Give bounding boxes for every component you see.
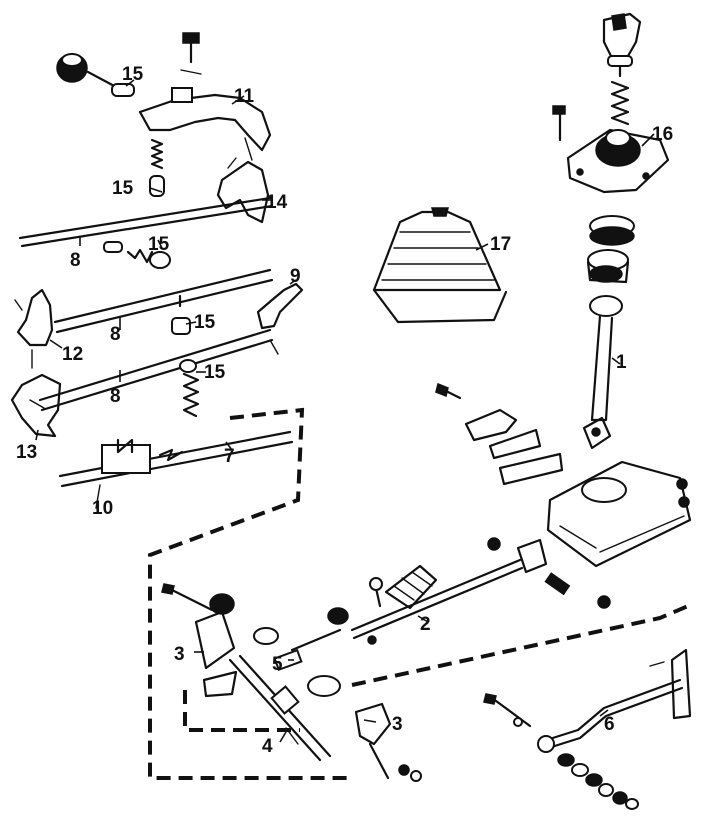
- callout-11: 11: [234, 86, 255, 107]
- callout-9: 9: [290, 266, 301, 287]
- top-bolt: [180, 32, 202, 75]
- clamp-small-left: [202, 670, 238, 698]
- rubber-boot-17: [372, 207, 508, 324]
- callout-2: 2: [420, 614, 431, 635]
- shift-fork-13: [10, 373, 62, 438]
- callout-15-rail: 15: [148, 234, 170, 255]
- washer-stack: [557, 753, 639, 810]
- selector-shaft-10: [95, 438, 151, 509]
- shift-housing: [546, 460, 692, 568]
- callout-1: 1: [616, 352, 627, 373]
- callout-16: 16: [652, 124, 673, 145]
- interlock-pins: [103, 241, 171, 269]
- coupling-5: [273, 607, 349, 697]
- callout-4: 4: [262, 736, 273, 757]
- callout-8-upper: 8: [70, 250, 81, 271]
- callout-15-middle: 15: [194, 312, 216, 333]
- shift-fork-12: [14, 288, 54, 369]
- callout-3-left: 3: [174, 644, 185, 665]
- callout-15-top: 15: [122, 64, 144, 85]
- detent-pin-middle: [171, 294, 191, 335]
- callout-8-lower: 8: [110, 386, 121, 407]
- shift-rail-lower: [38, 328, 274, 412]
- shift-rod-2: [350, 537, 611, 645]
- linkage-rod-4: [228, 654, 332, 762]
- shift-rail-middle: [53, 268, 274, 334]
- callout-7: 7: [224, 446, 235, 467]
- lever-spring: [610, 80, 630, 126]
- leader-lines: [35, 79, 655, 743]
- dashed-outline-upper: [148, 407, 352, 780]
- callout-6: 6: [604, 714, 615, 735]
- callout-14: 14: [266, 192, 288, 213]
- callout-15-fork: 15: [112, 178, 134, 199]
- callout-8-middle: 8: [110, 324, 121, 345]
- shift-fork-11: [138, 87, 272, 161]
- callout-3-right: 3: [392, 714, 403, 735]
- callout-10: 10: [92, 498, 113, 519]
- selector-shaft-7: [58, 430, 294, 488]
- bracket-plates: [435, 382, 564, 486]
- callout-17: 17: [490, 234, 511, 255]
- tie-rod-6: [483, 648, 692, 753]
- lever-base-16: [552, 105, 670, 194]
- selector-knob-top: [56, 53, 135, 97]
- lever-9: [256, 282, 304, 355]
- gear-knob: [602, 12, 642, 78]
- clamp-3-lower: [354, 702, 422, 782]
- detent-spring-lower: [179, 359, 200, 418]
- callout-13: 13: [16, 442, 37, 463]
- callout-5: 5: [272, 654, 283, 675]
- shift-rail-upper: [18, 196, 274, 248]
- dashed-outline-inner: [183, 690, 300, 732]
- callout-12: 12: [62, 344, 83, 365]
- detent-spring-upper: [149, 138, 165, 197]
- bushing-rings: [586, 215, 635, 284]
- callout-15-lower: 15: [204, 362, 226, 383]
- shift-lever-1: [582, 295, 623, 450]
- shift-fork-14: [216, 157, 270, 224]
- dashed-outline-right: [351, 604, 689, 687]
